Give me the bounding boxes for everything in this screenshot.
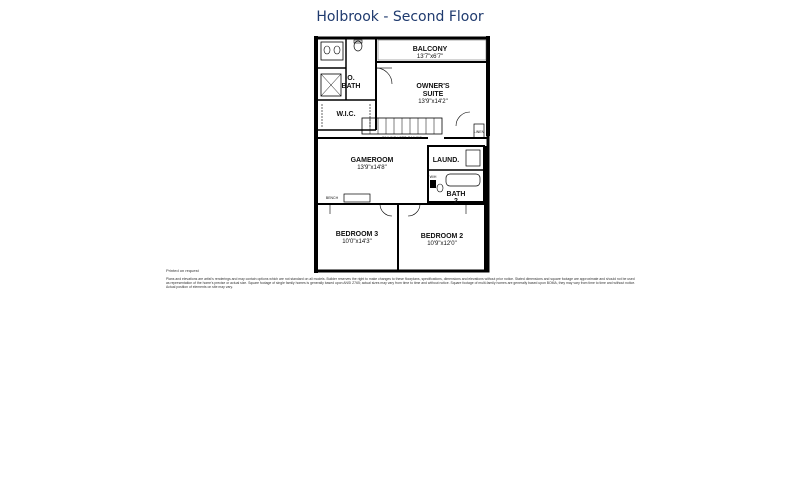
room-dims-owners-suite: 13'9"x14'2"	[418, 99, 448, 105]
right-wall-upper	[486, 36, 490, 136]
room-label-balcony: BALCONY	[413, 46, 448, 53]
room-label-bedroom2: BEDROOM 2	[421, 233, 464, 240]
door-swing	[379, 203, 393, 217]
bench-label: BENCH	[326, 196, 339, 200]
balcony-area	[377, 39, 487, 61]
toilet-icon	[436, 183, 444, 193]
shower-icon	[320, 73, 342, 97]
railing-label: RAILING / OPT. RAILING	[382, 136, 422, 140]
room-label-bath2-line2: 2	[454, 198, 458, 205]
room-label-obath-line2: BATH	[342, 83, 361, 90]
water-heater-icon	[430, 180, 436, 188]
toilet-icon	[353, 40, 363, 52]
room-label-gameroom: GAMEROOM	[351, 157, 394, 164]
door-swing	[375, 67, 393, 85]
room-label-owners-suite-line1: OWNER'S	[416, 83, 449, 90]
linen-label: LINEN	[474, 130, 485, 134]
water-heater-label: W/H	[430, 175, 437, 179]
sink-icon	[333, 45, 341, 55]
washer-dryer-icon	[465, 149, 481, 167]
footnote-disclaimer: Plans and elevations are artist's render…	[166, 277, 636, 290]
door-swing	[407, 203, 421, 217]
bathtub-icon	[445, 173, 481, 187]
footnote-heading: Printed on request	[166, 268, 199, 273]
room-label-wic: W.I.C.	[336, 111, 355, 118]
room-dims-gameroom: 13'9"x14'8"	[357, 165, 387, 171]
room-label-bath2-line1: BATH	[447, 191, 466, 198]
door-swing	[455, 111, 471, 127]
double-vanity	[320, 41, 344, 61]
left-wall-thick	[314, 36, 318, 273]
room-label-owners-suite-line2: SUITE	[423, 91, 444, 98]
room-label-obath-line1: O.	[347, 75, 354, 82]
bench	[343, 193, 371, 203]
room-dims-bedroom2: 10'9"x12'0"	[427, 241, 457, 247]
linen-closet	[473, 123, 485, 139]
room-label-bedroom3: BEDROOM 3	[336, 231, 379, 238]
room-dims-balcony: 13'7"x6'7"	[417, 54, 443, 60]
sink-icon	[323, 45, 331, 55]
floorplan-title: Holbrook - Second Floor	[316, 9, 484, 25]
room-label-laundry: LAUND.	[433, 157, 459, 164]
room-dims-bedroom3: 10'0"x14'3"	[342, 239, 372, 245]
